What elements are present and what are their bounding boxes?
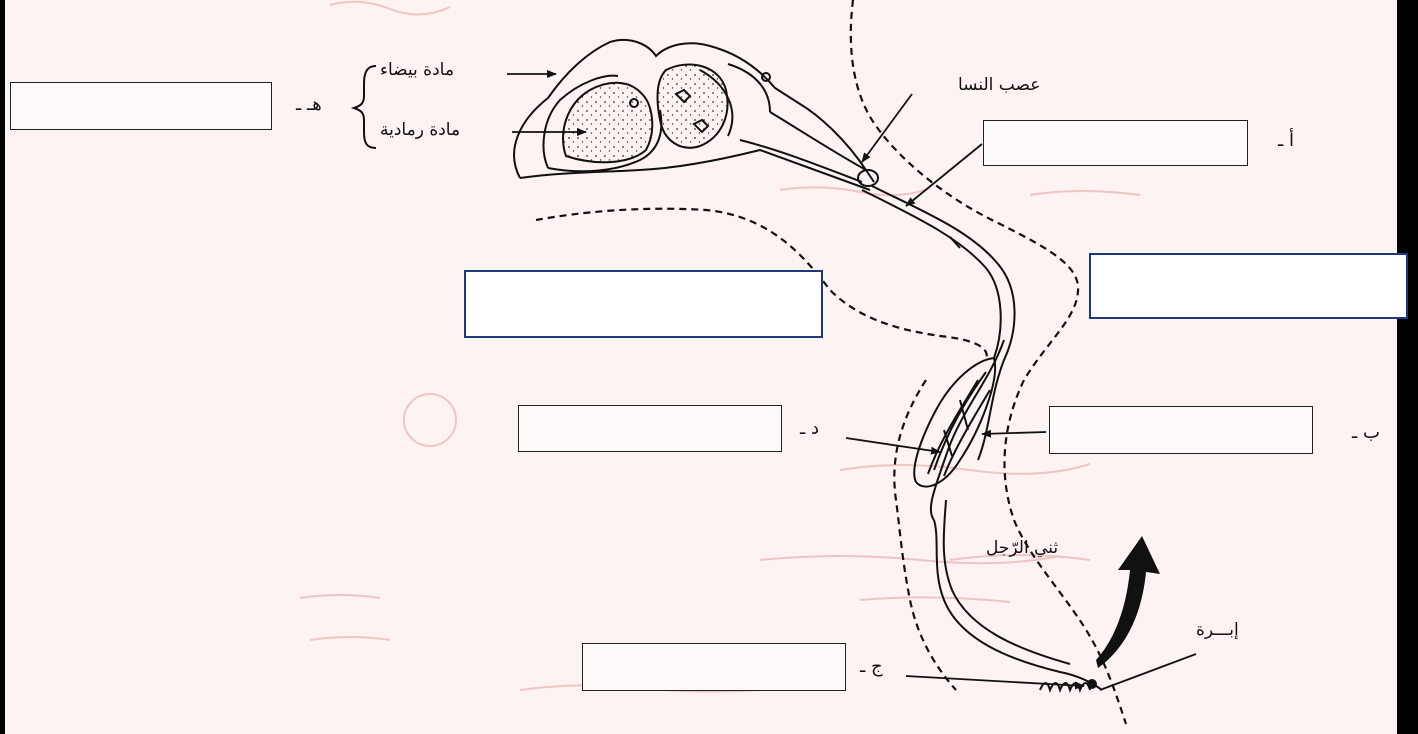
- white-matter-label: مادة بيضاء: [380, 62, 454, 79]
- answer-box-blank-left[interactable]: [464, 270, 823, 338]
- answer-box-blank-right[interactable]: [1089, 253, 1408, 319]
- answer-box-d[interactable]: [518, 405, 782, 452]
- needle-label: إبـــرة: [1196, 622, 1239, 639]
- answer-box-j[interactable]: [582, 643, 846, 691]
- left-frame: [0, 0, 5, 734]
- letter-a: أ ـ: [1278, 132, 1294, 150]
- letter-h: هـ ـ: [296, 96, 322, 114]
- gray-matter-label: مادة رمادية: [380, 122, 460, 139]
- right-frame: [1397, 0, 1418, 734]
- sciatic-nerve-label: عصب النسا: [958, 77, 1040, 94]
- leg-flexion-label: ثني الرّجل: [986, 540, 1058, 557]
- answer-box-h[interactable]: [10, 82, 272, 130]
- answer-box-a[interactable]: [983, 120, 1248, 166]
- letter-j: ج ـ: [860, 658, 883, 676]
- letter-d: د ـ: [800, 420, 819, 438]
- letter-b: ب ـ: [1352, 424, 1380, 442]
- answer-box-b[interactable]: [1049, 406, 1313, 454]
